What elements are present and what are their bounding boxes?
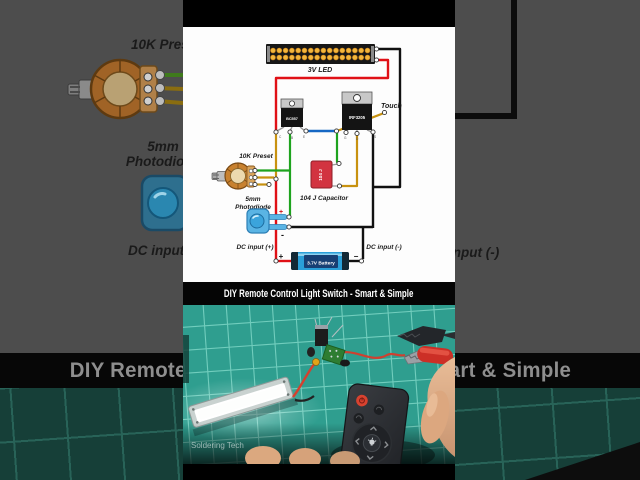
red-wire-strip bbox=[292, 362, 316, 398]
preset-potentiometer: 10K Preset bbox=[211, 153, 274, 190]
dc-input-minus-label: DC input (-) bbox=[366, 244, 401, 251]
black-wire-strip bbox=[294, 395, 315, 402]
fingertip bbox=[289, 448, 321, 464]
top-letterbox-bar bbox=[183, 0, 455, 27]
bc557-pin-b: B bbox=[291, 136, 293, 140]
irf3205-pin-s: S bbox=[374, 135, 376, 139]
hand bbox=[245, 357, 455, 464]
workbench-photo: Soldering Tech bbox=[183, 305, 455, 464]
irf3205-pin-g: G bbox=[344, 136, 347, 140]
bg-dc-minus-label: input (-) bbox=[455, 245, 500, 260]
ir-receiver bbox=[312, 358, 320, 366]
black-alligator-clip bbox=[397, 326, 455, 346]
capacitor: 104 J 104 J Capacitor bbox=[300, 160, 349, 202]
fingertip bbox=[245, 446, 281, 464]
video-title-text: DIY Remote Control Light Switch - Smart … bbox=[224, 287, 414, 300]
photodiode-minus: - bbox=[281, 230, 284, 240]
led-label: 3V LED bbox=[308, 67, 333, 74]
background-left-column: 10K Preset bbox=[0, 0, 183, 353]
bc557-label: BC557 bbox=[286, 117, 298, 121]
remote-button-right bbox=[373, 404, 385, 415]
transistor-tab bbox=[315, 325, 328, 330]
mat-left-shadow bbox=[183, 335, 189, 383]
led-bar: 3V LED bbox=[266, 44, 375, 74]
wire-black bbox=[290, 47, 402, 263]
dc-input-plus-label: DC input (+) bbox=[236, 244, 273, 251]
wire-terminals bbox=[252, 46, 388, 264]
bc557-pin-c: C bbox=[279, 135, 282, 139]
capacitor-label: 104 J Capacitor bbox=[300, 195, 349, 202]
bg-preset-label: 10K Preset bbox=[131, 37, 183, 52]
small-transistor bbox=[307, 347, 315, 357]
irf3205-pin-d: D bbox=[356, 137, 359, 141]
remote-dpad bbox=[351, 422, 393, 464]
circuit-diagram-panel: 3V LED BC557 C B E bbox=[183, 27, 455, 282]
photodiode-label-2: Photodiode bbox=[235, 204, 271, 211]
capacitor-photo bbox=[340, 359, 350, 367]
transistor-irf3205: IRF3205 G D S Touch bbox=[341, 91, 402, 141]
transistor-body bbox=[315, 329, 328, 346]
touch-label: Touch bbox=[381, 103, 402, 110]
circuit-board bbox=[307, 316, 350, 367]
transistor-bc557: BC557 C B E bbox=[276, 98, 306, 140]
photodiode-label-1: 5mm bbox=[245, 196, 260, 203]
watermark: Soldering Tech bbox=[191, 441, 244, 450]
background-right-column: input (-) bbox=[455, 0, 640, 353]
irf3205-label: IRF3205 bbox=[349, 115, 366, 120]
bg-photodiode-label-2: Photodiode bbox=[126, 154, 183, 169]
capacitor-text: 104 J bbox=[318, 169, 323, 181]
bg-black-wire bbox=[455, 0, 517, 119]
battery-minus: − bbox=[354, 252, 359, 261]
battery-label: 3.7V Battery bbox=[307, 261, 335, 267]
remote-button-left bbox=[353, 413, 364, 424]
photodiode: 5mm Photodiode + - bbox=[235, 196, 288, 240]
battery-plus: + bbox=[279, 252, 284, 261]
bg-photodiode-label-1: 5mm bbox=[147, 139, 179, 154]
wire-red bbox=[274, 58, 390, 263]
remote-power-button bbox=[356, 394, 368, 407]
video-title-bar: DIY Remote Control Light Switch - Smart … bbox=[183, 282, 455, 305]
bulb-icon bbox=[367, 437, 377, 446]
red-wire-clip bbox=[332, 351, 406, 359]
bg-dc-input-label: DC input ( bbox=[128, 243, 183, 258]
bg-potentiometer bbox=[67, 58, 183, 120]
fingertip bbox=[330, 451, 360, 464]
video-center-column: 3V LED BC557 C B E bbox=[183, 0, 455, 480]
bottom-letterbox-bar bbox=[183, 464, 455, 480]
bg-photodiode bbox=[140, 174, 183, 232]
photodiode-plus: + bbox=[279, 209, 283, 216]
bc557-pin-e: E bbox=[303, 135, 305, 139]
preset-label: 10K Preset bbox=[239, 153, 273, 160]
battery: 3.7V Battery + − bbox=[279, 252, 359, 270]
